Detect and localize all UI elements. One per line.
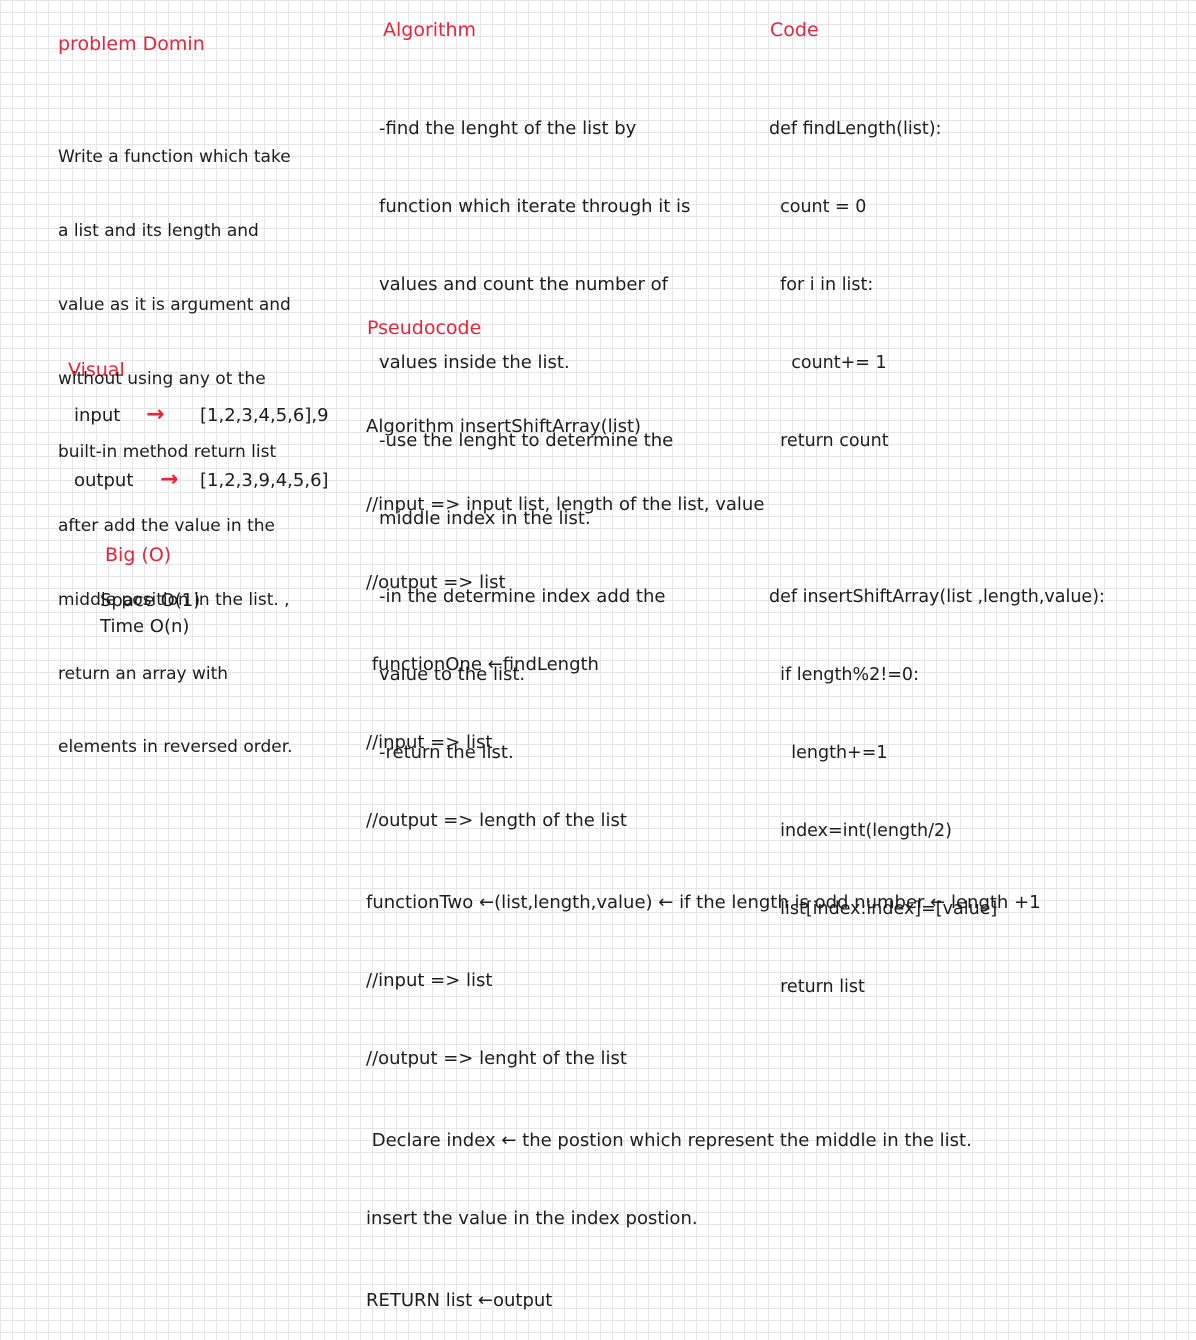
pseudo-line: //output => lenght of the list	[366, 1048, 627, 1069]
pseudo-line: //input => list	[366, 970, 493, 991]
algorithm-line: -in the determine index add the	[379, 586, 666, 607]
bigo-heading: Big (O)	[105, 544, 172, 566]
pseudo-line: RETURN list ←output	[366, 1290, 553, 1311]
problem-line: middle position in the list. ,	[58, 589, 290, 610]
input-arrow-icon: →	[146, 402, 165, 427]
algorithm-line: -use the lenght to determine the	[379, 430, 674, 451]
pseudo-line: Declare index ← the postion which repres…	[366, 1130, 972, 1151]
visual-output-label: output	[74, 470, 134, 491]
algorithm-line: middle index in the list.	[379, 508, 591, 529]
algorithm-line: value to the list.	[379, 664, 526, 685]
output-arrow-icon: →	[160, 467, 179, 492]
pseudo-line: Algorithm insertShiftArray(list)	[366, 416, 642, 437]
pseudo-line: insert the value in the index postion.	[366, 1208, 698, 1229]
visual-heading: Visual	[68, 359, 125, 381]
problem-line: value as it is argument and	[58, 294, 291, 315]
visual-output-value: [1,2,3,9,4,5,6]	[200, 470, 329, 491]
code-line: count+= 1	[769, 353, 887, 373]
visual-input-label: input	[74, 405, 121, 426]
code-line: def findLength(list):	[769, 119, 942, 139]
algorithm-line: function which iterate through it is	[379, 196, 691, 217]
pseudo-line: //input => list	[366, 732, 493, 753]
time-complexity: Time O(n)	[100, 616, 190, 637]
algorithm-line: values inside the list.	[379, 352, 570, 373]
problem-line: a list and its length and	[58, 220, 259, 241]
problem-line: Write a function which take	[58, 147, 291, 168]
algorithm-line: -find the lenght of the list by	[379, 118, 637, 139]
code-line: if length%2!=0:	[769, 665, 919, 685]
code-line: def insertShiftArray(list ,length,value)…	[769, 587, 1105, 607]
algorithm-heading: Algorithm	[383, 19, 477, 41]
pseudocode-listing: Algorithm insertShiftArray(list) //input…	[366, 362, 1041, 1340]
code-line: for i in list:	[769, 275, 874, 295]
algorithm-line: values and count the number of	[379, 274, 668, 295]
space-complexity: Space O(1)	[100, 590, 201, 611]
code-line: return count	[769, 431, 889, 451]
pseudo-line: functionOne ←findLength	[366, 654, 599, 675]
problem-line: after add the value in the	[58, 516, 275, 537]
code-heading: Code	[770, 19, 819, 41]
problem-line: built-in method return list	[58, 442, 277, 463]
problem-line: return an array with	[58, 663, 229, 684]
problem-domain-heading: problem Domin	[58, 33, 205, 55]
visual-input-value: [1,2,3,4,5,6],9	[200, 405, 329, 426]
problem-description: Write a function which take a list and i…	[58, 96, 293, 785]
problem-line: elements in reversed order.	[58, 737, 293, 758]
pseudocode-heading: Pseudocode	[367, 317, 482, 339]
code-line: count = 0	[769, 197, 867, 217]
pseudo-line: //output => list	[366, 572, 506, 593]
pseudo-line: //input => input list, length of the lis…	[366, 494, 765, 515]
pseudo-line: //output => length of the list	[366, 810, 627, 831]
pseudo-line: functionTwo ←(list,length,value) ← if th…	[366, 892, 1041, 913]
problem-line: without using any ot the	[58, 368, 266, 389]
